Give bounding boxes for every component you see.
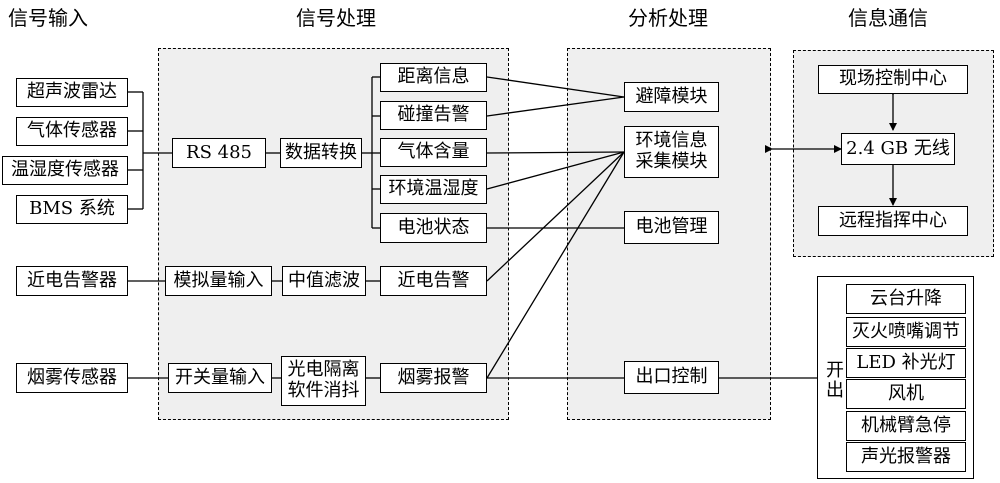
bms-system-box: BMS 系统 (16, 195, 128, 224)
header-analysis: 分析处理 (628, 6, 708, 30)
battery-management-box: 电池管理 (624, 211, 719, 244)
median-filter-box: 中值滤波 (282, 266, 366, 296)
env-collect-module-box: 环境信息 采集模块 (624, 126, 719, 178)
outputs-label: 开出 (823, 360, 844, 400)
env-temp-humidity-box: 环境温湿度 (380, 175, 487, 204)
battery-status-box: 电池状态 (380, 213, 487, 243)
near-electric-alarm-device-box: 近电告警器 (16, 266, 128, 296)
field-control-center-box: 现场控制中心 (818, 65, 968, 94)
gas-content-box: 气体含量 (380, 138, 487, 167)
output-item: LED 补光灯 (846, 348, 966, 378)
opto-isolation-debounce-box: 光电隔离 软件消抖 (281, 356, 366, 406)
obstacle-avoid-module-box: 避障模块 (624, 82, 719, 112)
wireless-24gb-box: 2.4 GB 无线 (841, 133, 955, 165)
near-electric-alarm-box: 近电告警 (380, 266, 487, 296)
smoke-sensor-box: 烟雾传感器 (16, 363, 128, 393)
header-communication: 信息通信 (848, 6, 928, 30)
output-item: 风机 (846, 379, 966, 409)
distance-info-box: 距离信息 (380, 63, 487, 92)
collision-alarm-box: 碰撞告警 (380, 101, 487, 130)
temp-humidity-sensor-box: 温湿度传感器 (2, 156, 128, 185)
analog-input-box: 模拟量输入 (165, 266, 272, 296)
gas-sensor-box: 气体传感器 (16, 117, 128, 146)
output-item: 灭火喷嘴调节 (846, 317, 966, 347)
header-signal-input: 信号输入 (8, 6, 88, 30)
ultrasonic-radar-box: 超声波雷达 (16, 78, 128, 107)
header-signal-processing: 信号处理 (296, 6, 376, 30)
rs485-box: RS 485 (172, 138, 266, 168)
smoke-alarm-box: 烟雾报警 (380, 363, 487, 393)
output-item: 机械臂急停 (846, 411, 966, 441)
outlet-control-box: 出口控制 (624, 361, 719, 394)
output-item: 云台升降 (846, 284, 966, 314)
remote-command-center-box: 远程指挥中心 (818, 206, 968, 236)
output-item: 声光报警器 (846, 442, 966, 472)
data-convert-box: 数据转换 (280, 138, 362, 168)
switch-input-box: 开关量输入 (168, 363, 272, 393)
